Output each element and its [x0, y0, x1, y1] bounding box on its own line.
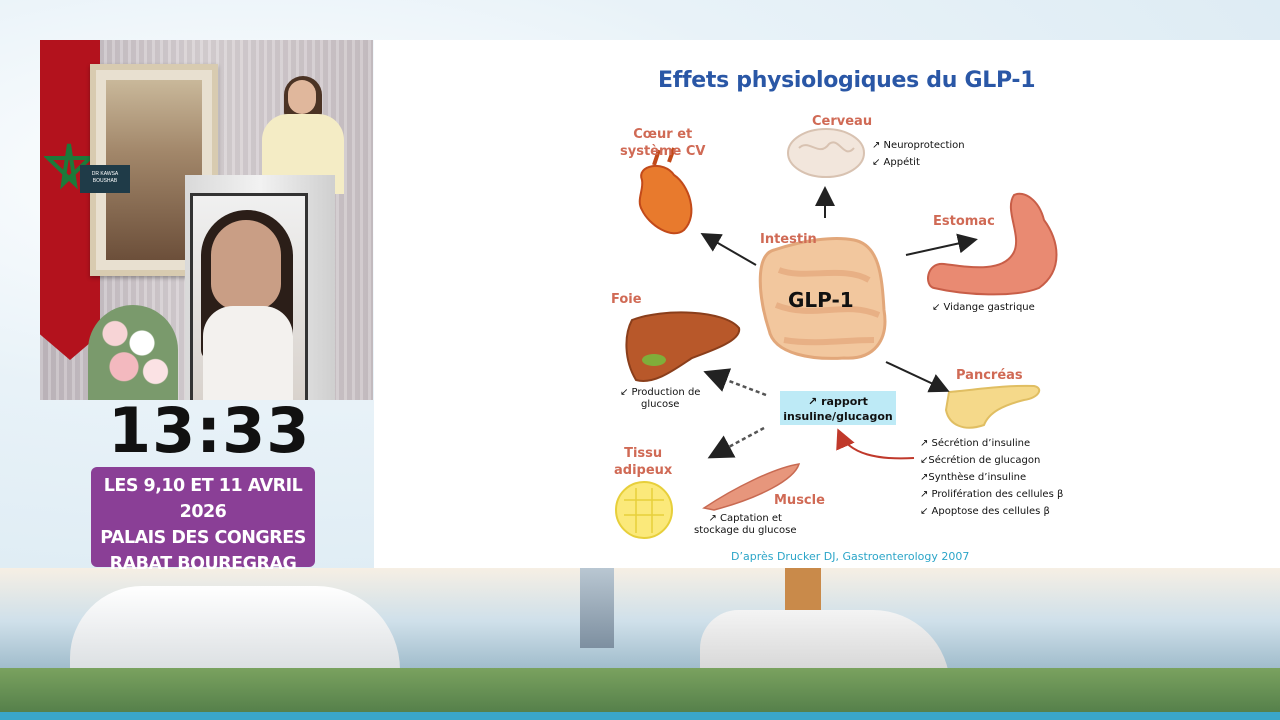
intestine-illustration	[758, 237, 887, 360]
effect-appetite: ↙ Appétit	[872, 157, 920, 168]
label-intestin: Intestin	[760, 232, 817, 247]
speaker-video: DR KAWSA BOUSHAB	[40, 40, 373, 400]
slide-title: Effets physiologiques du GLP-1	[658, 68, 1036, 93]
label-brain: Cerveau	[812, 114, 873, 129]
effect-beta-apoptosis: ↙ Apoptose des cellules β	[920, 506, 1050, 517]
liver-illustration	[625, 311, 741, 382]
effect-insulin-synthesis: ↗Synthèse d’insuline	[920, 472, 1027, 483]
muscle-illustration	[702, 463, 801, 511]
label-stomach: Estomac	[933, 214, 995, 229]
effect-gastric-emptying: ↙ Vidange gastrique	[932, 302, 1035, 313]
brain-illustration	[787, 128, 865, 178]
arrow-to-heart	[700, 233, 757, 266]
ratio-line-1: ↗ rapport	[808, 395, 868, 408]
effect-glucose-uptake: ↗ Captation et	[708, 513, 782, 524]
label-muscle: Muscle	[774, 493, 825, 508]
clock-time: 13:33	[108, 394, 311, 467]
effect-glucose-production: ↙ Production de	[620, 387, 701, 398]
hassan-tower	[785, 568, 821, 618]
arrow-pancreas-to-ratio	[836, 428, 915, 460]
arrow-to-stomach	[905, 233, 978, 256]
label-pancreas: Pancréas	[956, 368, 1023, 383]
slide-source: D’après Drucker DJ, Gastroenterology 200…	[731, 550, 970, 563]
effects-stomach: ↙ Vidange gastrique	[932, 299, 1035, 316]
label-liver: Foie	[611, 292, 642, 307]
effect-beta-proliferation: ↗ Prolifération des cellules β	[920, 489, 1064, 500]
flag-star-icon	[44, 143, 94, 190]
label-glp1: GLP-1	[788, 288, 854, 312]
arrow-to-adipose	[707, 426, 765, 459]
effects-muscle: ↗ Captation et stockage du glucose	[694, 513, 796, 537]
event-city: RABAT BOUREGRAG	[109, 554, 297, 574]
effect-glucose-storage: stockage du glucose	[694, 525, 797, 536]
event-info-box: LES 9,10 ET 11 AVRIL 2026 PALAIS DES CON…	[91, 467, 315, 574]
adipose-illustration	[615, 481, 673, 539]
flower-bouquet	[88, 305, 178, 400]
insulin-glucagon-ratio-box: ↗ rapport insuline/glucagon	[780, 391, 896, 425]
podium-screen	[190, 193, 308, 400]
glp1-diagram	[615, 128, 1058, 539]
speaker-name-plate: DR KAWSA BOUSHAB	[80, 165, 130, 193]
effect-glucagon-secretion: ↙Sécrétion de glucagon	[920, 455, 1041, 466]
ratio-line-2: insuline/glucagon	[783, 410, 893, 423]
pancreas-illustration	[944, 384, 1041, 429]
background-city-panorama	[0, 568, 1280, 720]
podium	[185, 175, 335, 400]
congress-building	[70, 586, 400, 676]
label-heart: Cœur et système CV	[620, 127, 706, 159]
arrow-to-liver	[703, 368, 767, 397]
progress-bar	[0, 712, 1280, 720]
event-dates: LES 9,10 ET 11 AVRIL 2026	[103, 476, 303, 522]
arrow-to-pancreas	[885, 361, 950, 393]
effect-insulin-secretion: ↗ Sécrétion d’insuline	[920, 438, 1031, 449]
presenter	[262, 76, 344, 194]
effect-neuroprotection: ↗ Neuroprotection	[872, 140, 965, 151]
event-venue: PALAIS DES CONGRES	[100, 528, 306, 548]
heart-illustration	[638, 147, 693, 235]
stomach-illustration	[927, 192, 1058, 296]
effects-liver: ↙ Production de glucose	[620, 387, 700, 411]
effects-pancreas: ↗ Sécrétion d’insuline ↙Sécrétion de glu…	[920, 435, 1063, 520]
presentation-slide: Effets physiologiques du GLP-1 Intestin …	[374, 40, 1280, 568]
label-adipose: Tissu adipeux	[614, 446, 673, 478]
speaker-name-text: DR KAWSA BOUSHAB	[91, 171, 119, 184]
effects-brain: ↗ Neuroprotection ↙ Appétit	[872, 137, 965, 171]
effect-glucose-production-2: glucose	[641, 399, 680, 410]
garden	[0, 668, 1280, 720]
tower	[580, 568, 614, 648]
